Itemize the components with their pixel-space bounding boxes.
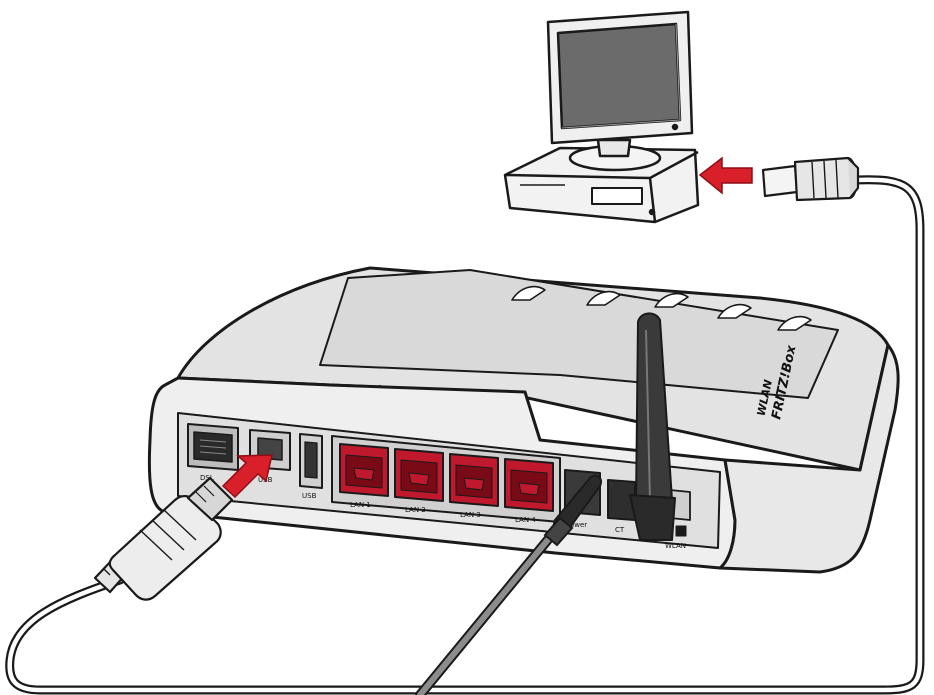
lan-port-3-label: LAN 3: [460, 511, 481, 519]
monitor-stand: [568, 138, 662, 172]
monitor: [546, 10, 694, 145]
lan-port-2: [394, 448, 444, 502]
usb-b-plug-icon: [93, 476, 234, 601]
ct-port-label: CT: [615, 526, 625, 534]
usb-host-port-label: USB: [302, 492, 317, 500]
router-icon: [147, 266, 900, 574]
lan-port-3: [449, 453, 499, 507]
lan-port-4-label: LAN 4: [515, 516, 536, 524]
lan-port-1: [339, 443, 389, 497]
lan-port-4: [504, 458, 554, 512]
usb-a-plug-icon: [761, 156, 860, 202]
usb-host-port: [299, 433, 323, 489]
power-cable: [415, 474, 602, 695]
desktop-computer-icon: [503, 10, 700, 224]
lan-port-2-label: LAN 2: [405, 506, 426, 514]
dsl-port-label: DSL: [200, 474, 214, 482]
arrow-icon-router: [221, 454, 273, 499]
router-top-panel: [319, 269, 839, 399]
antenna-icon: [629, 312, 676, 541]
usb-cable-right: [5, 175, 925, 695]
router-led-indicators: [511, 285, 812, 331]
dsl-port: [187, 423, 239, 471]
power-port-label: Power: [566, 521, 587, 529]
lan-port-1-label: LAN 1: [350, 501, 371, 509]
arrow-icon: [698, 156, 753, 195]
wlan-button-label: WLAN: [665, 542, 686, 550]
router-right-side: [718, 343, 900, 574]
